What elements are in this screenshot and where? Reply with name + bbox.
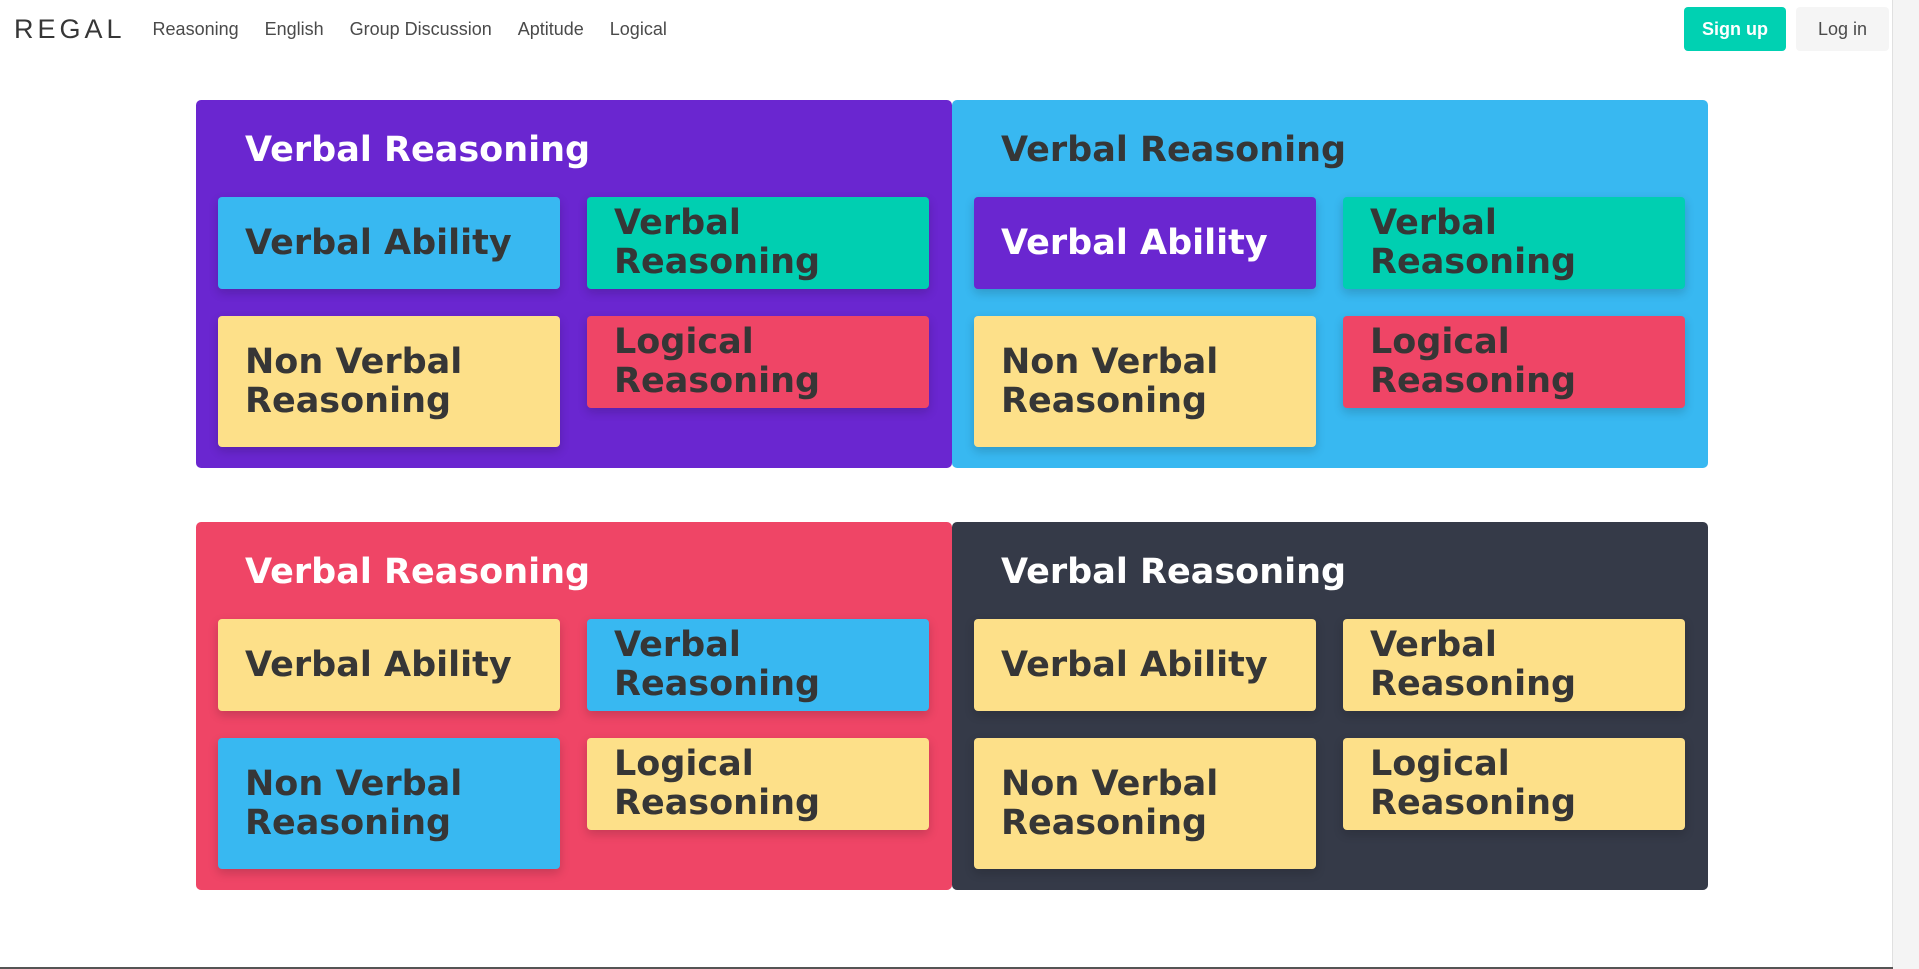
tile-verbal-ability[interactable]: Verbal Ability [974, 197, 1316, 289]
tile-non-verbal-reasoning[interactable]: Non Verbal Reasoning [974, 738, 1316, 869]
nav-link-aptitude[interactable]: Aptitude [517, 18, 584, 39]
tile-verbal-ability[interactable]: Verbal Ability [218, 619, 560, 711]
category-section-1: Verbal Reasoning Verbal Ability Verbal R… [196, 100, 952, 468]
tile-logical-reasoning[interactable]: Logical Reasoning [1343, 738, 1685, 830]
brand-logo[interactable]: REGAL [14, 13, 126, 44]
login-button[interactable]: Log in [1795, 7, 1889, 51]
nav-actions: Sign up Log in [1683, 7, 1889, 51]
tile-verbal-ability[interactable]: Verbal Ability [218, 197, 560, 289]
tile-verbal-ability[interactable]: Verbal Ability [974, 619, 1316, 711]
section-title: Verbal Reasoning [245, 552, 591, 592]
nav-link-group-discussion[interactable]: Group Discussion [349, 18, 492, 39]
nav-link-reasoning[interactable]: Reasoning [152, 18, 239, 39]
category-section-4: Verbal Reasoning Verbal Ability Verbal R… [952, 522, 1708, 890]
nav-links: Reasoning English Group Discussion Aptit… [140, 19, 680, 40]
vertical-scrollbar[interactable] [1892, 0, 1919, 969]
tile-verbal-reasoning[interactable]: Verbal Reasoning [1343, 197, 1685, 289]
tile-logical-reasoning[interactable]: Logical Reasoning [587, 738, 929, 830]
window-bottom-edge [0, 967, 1893, 969]
category-section-2: Verbal Reasoning Verbal Ability Verbal R… [952, 100, 1708, 468]
section-title: Verbal Reasoning [245, 130, 591, 170]
top-navbar: REGAL Reasoning English Group Discussion… [0, 0, 1893, 58]
nav-link-logical[interactable]: Logical [609, 18, 667, 39]
tile-non-verbal-reasoning[interactable]: Non Verbal Reasoning [218, 316, 560, 447]
tile-verbal-reasoning[interactable]: Verbal Reasoning [587, 619, 929, 711]
tile-verbal-reasoning[interactable]: Verbal Reasoning [587, 197, 929, 289]
tile-non-verbal-reasoning[interactable]: Non Verbal Reasoning [218, 738, 560, 869]
tile-logical-reasoning[interactable]: Logical Reasoning [1343, 316, 1685, 408]
category-section-3: Verbal Reasoning Verbal Ability Verbal R… [196, 522, 952, 890]
signup-button[interactable]: Sign up [1683, 7, 1786, 51]
tile-verbal-reasoning[interactable]: Verbal Reasoning [1343, 619, 1685, 711]
section-title: Verbal Reasoning [1001, 552, 1347, 592]
tile-logical-reasoning[interactable]: Logical Reasoning [587, 316, 929, 408]
tile-non-verbal-reasoning[interactable]: Non Verbal Reasoning [974, 316, 1316, 447]
section-title: Verbal Reasoning [1001, 130, 1347, 170]
nav-link-english[interactable]: English [264, 18, 324, 39]
